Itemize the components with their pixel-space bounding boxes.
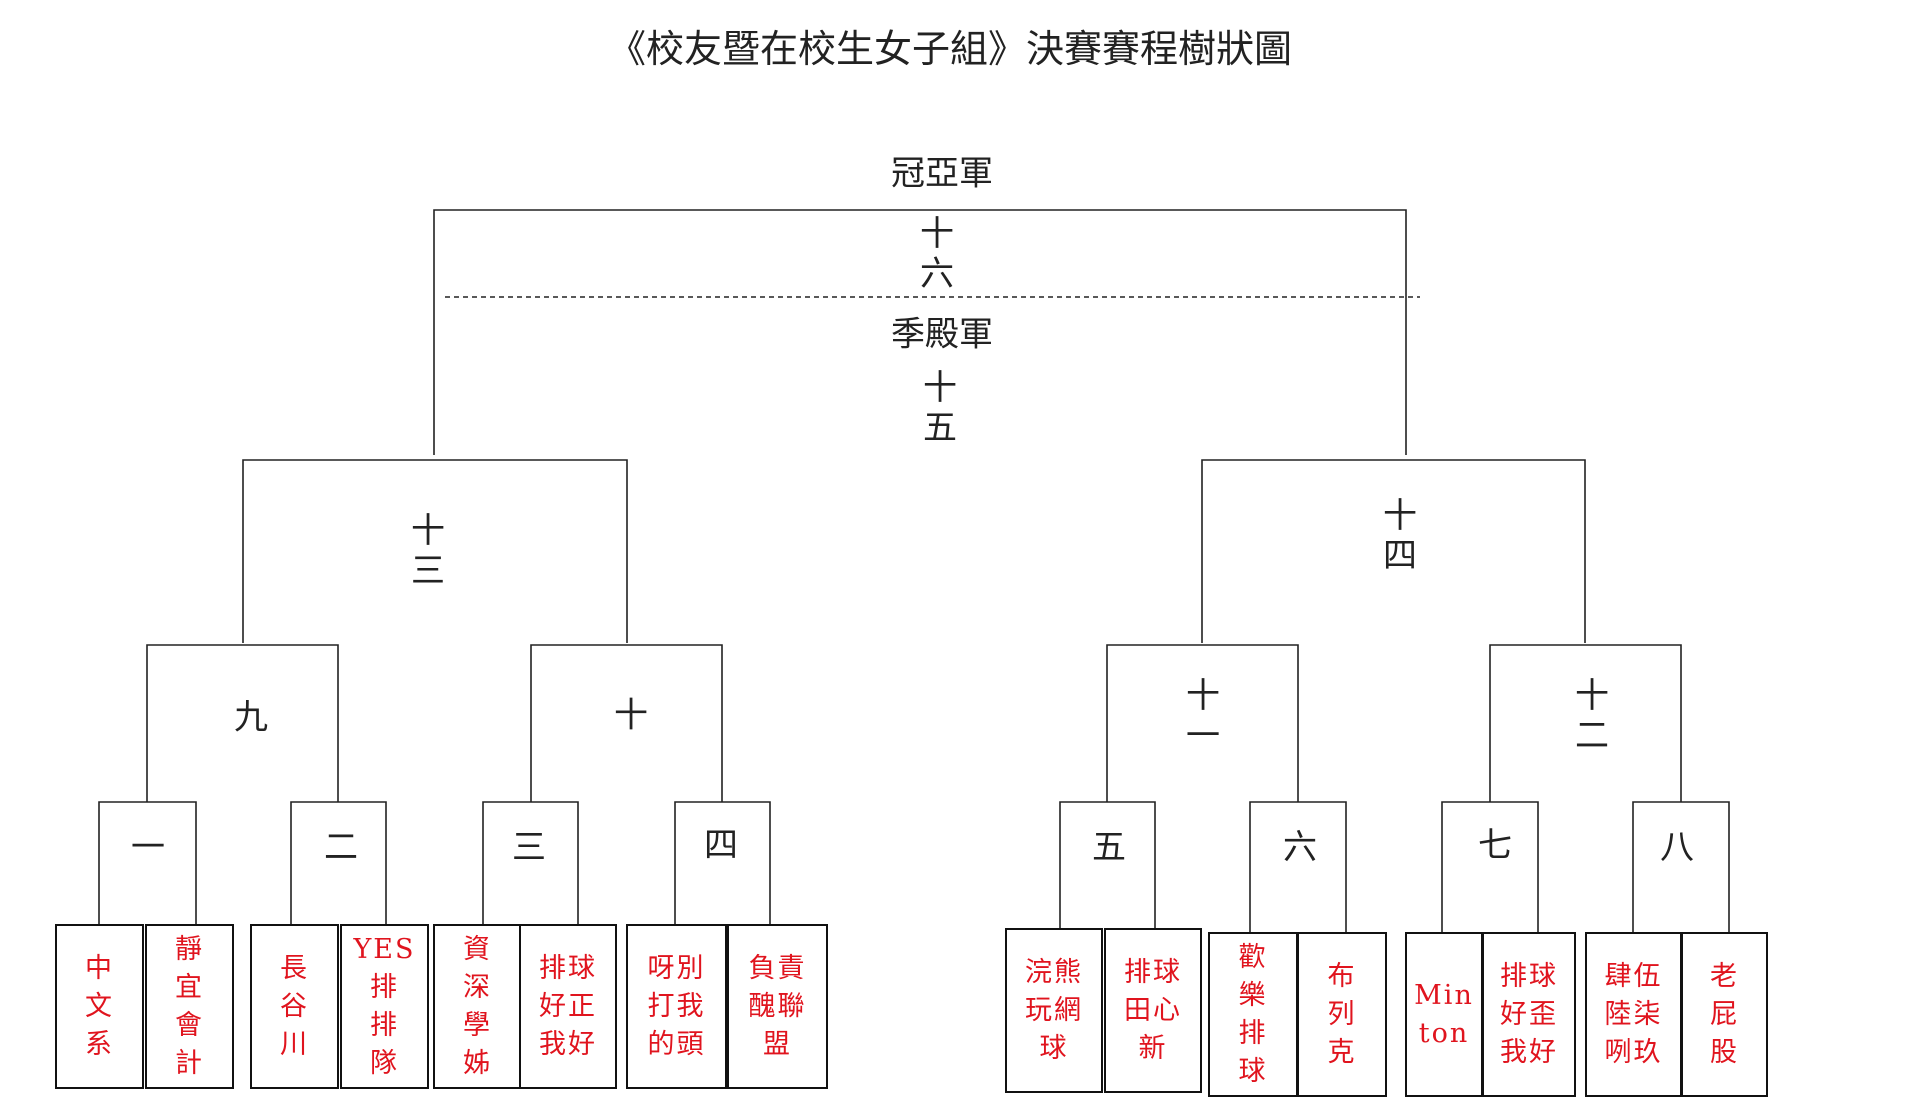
round1-match-7: 七	[1478, 825, 1512, 866]
semi-right-bracket-line	[1201, 459, 1586, 643]
quarter-9-bracket-line	[146, 644, 339, 802]
round1-bracket-2	[290, 801, 387, 925]
team-box: 排球 田心 新	[1104, 928, 1202, 1093]
quarter-10-bracket-line	[530, 644, 723, 802]
team-box: 靜 宜 會 計	[145, 924, 234, 1089]
quarter-9-match-number: 九	[234, 697, 268, 738]
round1-bracket-5	[1059, 801, 1156, 928]
quarter-12-bracket-line	[1489, 644, 1682, 802]
champion-label: 冠亞軍	[891, 153, 993, 194]
team-box: YES 排 排 隊	[340, 924, 429, 1089]
round1-bracket-6	[1249, 801, 1347, 933]
team-box: 布 列 克	[1297, 932, 1387, 1097]
champion-match-number: 十 六	[920, 214, 954, 294]
quarter-12-match-number: 十 二	[1575, 676, 1609, 756]
round1-bracket-1	[98, 801, 197, 925]
round1-bracket-7	[1441, 801, 1539, 933]
round1-match-8: 八	[1660, 827, 1694, 868]
team-box: 中 文 系	[55, 924, 144, 1089]
team-box: 歡 樂 排 球	[1208, 932, 1298, 1097]
round1-match-4: 四	[704, 825, 738, 866]
round1-match-1: 一	[131, 827, 165, 868]
team-box: 浣熊 玩網 球	[1005, 928, 1103, 1093]
round1-bracket-3	[482, 801, 579, 925]
round1-match-3: 三	[512, 827, 546, 868]
quarter-11-match-number: 十 一	[1186, 676, 1220, 756]
round1-match-2: 二	[324, 827, 358, 868]
team-box: 排球 好歪 我好	[1482, 932, 1576, 1097]
semi-left-match-number: 十 三	[411, 511, 445, 591]
round1-match-5: 五	[1092, 827, 1126, 868]
third-place-label: 季殿軍	[891, 314, 993, 355]
semi-right-match-number: 十 四	[1383, 496, 1417, 576]
round1-bracket-8	[1632, 801, 1730, 933]
round1-bracket-4	[674, 801, 771, 925]
team-box: 肆伍 陸柒 咧玖	[1585, 932, 1682, 1097]
quarter-11-bracket-line	[1106, 644, 1299, 802]
round1-match-6: 六	[1283, 827, 1317, 868]
final-bracket-line	[433, 209, 1407, 455]
team-box: 呀別 打我 的頭	[626, 924, 727, 1089]
team-box: 排球 好正 我好	[519, 924, 617, 1089]
team-box: 老 屁 股	[1681, 932, 1768, 1097]
page-title: 《校友暨在校生女子組》決賽賽程樹狀圖	[607, 27, 1292, 71]
third-place-match-number: 十 五	[923, 368, 957, 448]
team-box: Min ton	[1405, 932, 1483, 1097]
quarter-10-match-number: 十	[614, 695, 648, 736]
semi-left-bracket-line	[242, 459, 628, 643]
team-box: 長 谷 川	[250, 924, 339, 1089]
team-box: 資 深 學 姊	[433, 924, 522, 1089]
team-box: 負責 醜聯 盟	[727, 924, 828, 1089]
